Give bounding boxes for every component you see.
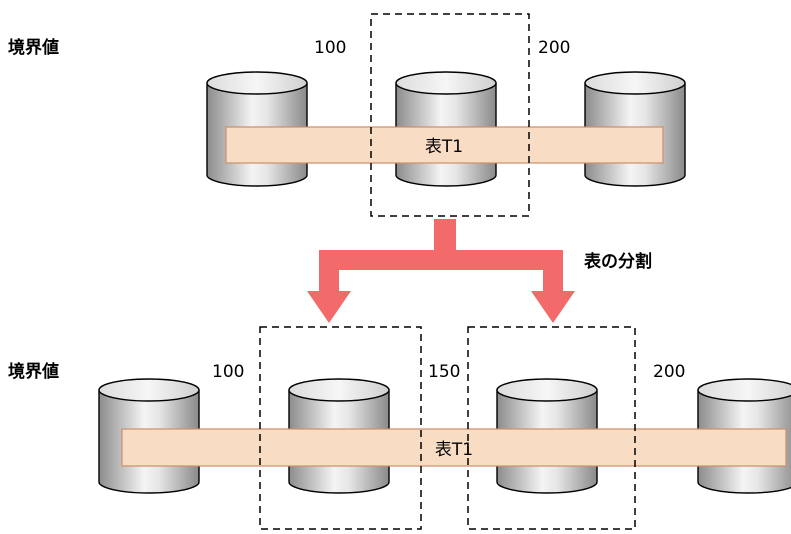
top-table-bar [225, 126, 664, 164]
bottom-partition-box-1 [259, 326, 422, 530]
top-table-label: 表T1 [425, 137, 463, 157]
bottom-boundary-100: 100 [212, 362, 244, 382]
bottom-table-label: 表T1 [435, 440, 473, 460]
top-boundary-200: 200 [538, 38, 570, 58]
bottom-cylinder-3 [496, 378, 598, 494]
bottom-table-bar [121, 428, 787, 467]
bottom-boundary-label: 境界値 [8, 361, 59, 382]
top-boundary-label: 境界値 [8, 37, 59, 58]
split-arrow [307, 219, 575, 323]
bottom-partition-box-2 [467, 326, 636, 530]
top-boundary-100: 100 [314, 38, 346, 58]
split-label: 表の分割 [584, 251, 652, 272]
bottom-boundary-150: 150 [428, 362, 460, 382]
bottom-boundary-200: 200 [653, 362, 685, 382]
top-partition-box [370, 13, 530, 217]
